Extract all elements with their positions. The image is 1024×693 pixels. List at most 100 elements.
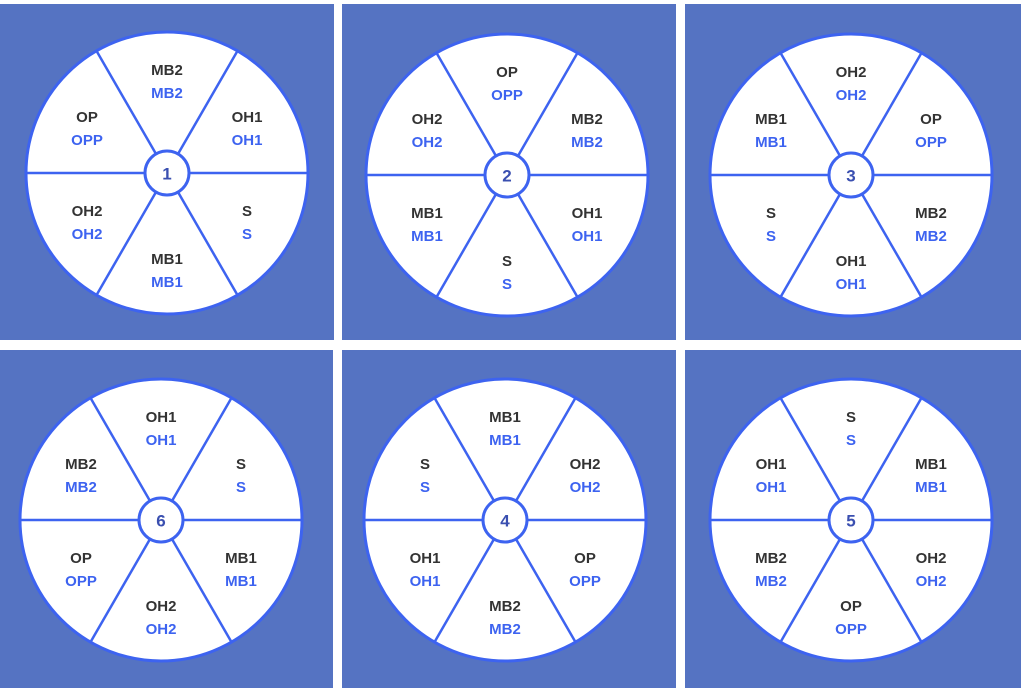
rotation-number: 1 — [162, 165, 171, 184]
position-code: MB1 — [755, 134, 787, 151]
position-label: OH2 — [836, 64, 867, 81]
position-label: OH2 — [72, 203, 103, 220]
position-label: OH1 — [756, 456, 787, 473]
sector-bottom: OP OPP — [835, 598, 867, 638]
rotation-hub — [827, 151, 875, 199]
position-label: OP — [70, 550, 92, 567]
position-label: MB1 — [915, 456, 947, 473]
position-code: MB2 — [755, 573, 787, 590]
position-label: OP — [840, 598, 862, 615]
position-code: OH1 — [232, 132, 263, 149]
sector-top: SS — [846, 409, 856, 449]
position-label: OP — [574, 550, 596, 567]
position-label: OH1 — [232, 109, 263, 126]
position-label: MB2 — [489, 598, 521, 615]
position-code: S — [242, 226, 252, 243]
position-code: OPP — [915, 134, 947, 151]
rotation-number: 2 — [502, 167, 511, 186]
position-label: MB1 — [225, 550, 257, 567]
position-label: OP — [920, 111, 942, 128]
position-code: OH1 — [146, 432, 177, 449]
position-label: OH2 — [146, 598, 177, 615]
position-label: S — [766, 205, 776, 222]
rotation-hub — [827, 496, 875, 544]
position-label: OP — [76, 109, 98, 126]
position-code: OH1 — [756, 479, 787, 496]
position-code: OH2 — [916, 573, 947, 590]
position-code: OH2 — [72, 226, 103, 243]
sector-lower-left: OP OPP — [65, 550, 97, 590]
rotation-hub — [481, 496, 529, 544]
position-label: MB2 — [151, 62, 183, 79]
position-code: MB2 — [65, 479, 97, 496]
position-code: S — [766, 228, 776, 245]
rotation-number: 4 — [500, 512, 510, 531]
position-code: OPP — [71, 132, 103, 149]
position-code: MB1 — [489, 432, 521, 449]
position-code: OH1 — [836, 276, 867, 293]
position-label: MB2 — [65, 456, 97, 473]
position-code: OPP — [65, 573, 97, 590]
rotation-number: 6 — [156, 512, 165, 531]
position-code: MB1 — [225, 573, 257, 590]
position-code: MB1 — [411, 228, 443, 245]
position-label: OH2 — [412, 111, 443, 128]
position-label: OH1 — [146, 409, 177, 426]
position-label: MB2 — [755, 550, 787, 567]
position-label: MB1 — [489, 409, 521, 426]
sector-upper-left: SS — [420, 456, 430, 496]
position-code: OPP — [835, 621, 867, 638]
position-label: OH1 — [836, 253, 867, 270]
position-code: OPP — [491, 87, 523, 104]
rotation-number: 3 — [846, 167, 855, 186]
position-code: S — [502, 276, 512, 293]
position-label: MB1 — [755, 111, 787, 128]
rotation-number: 5 — [846, 512, 855, 531]
position-label: MB1 — [411, 205, 443, 222]
position-code: OH2 — [146, 621, 177, 638]
position-label: OH1 — [410, 550, 441, 567]
position-label: MB2 — [915, 205, 947, 222]
position-code: MB2 — [915, 228, 947, 245]
position-code: OH2 — [836, 87, 867, 104]
position-label: OH2 — [570, 456, 601, 473]
position-label: MB1 — [151, 251, 183, 268]
rotation-hub — [483, 151, 531, 199]
position-code: S — [846, 432, 856, 449]
sector-lower-left: SS — [766, 205, 776, 245]
position-code: MB2 — [489, 621, 521, 638]
position-label: OH1 — [572, 205, 603, 222]
position-code: S — [236, 479, 246, 496]
position-code: MB2 — [151, 85, 183, 102]
position-label: S — [502, 253, 512, 270]
rotation-hub — [143, 149, 191, 197]
